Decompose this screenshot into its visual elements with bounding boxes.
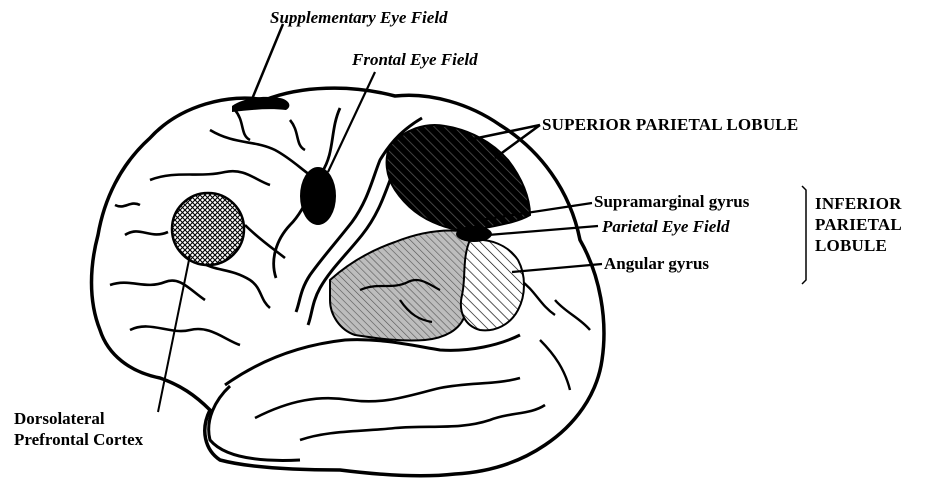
- label-angular-gyrus: Angular gyrus: [604, 254, 709, 274]
- label-superior-parietal-lobule: SUPERIOR PARIETAL LOBULE: [542, 115, 798, 135]
- label-parietal-eye-field: Parietal Eye Field: [602, 217, 729, 237]
- label-dlpfc-line1: Dorsolateral: [14, 408, 143, 429]
- label-frontal-eye-field: Frontal Eye Field: [352, 50, 478, 70]
- label-supplementary-eye-field: Supplementary Eye Field: [270, 8, 448, 28]
- label-dlpfc: Dorsolateral Prefrontal Cortex: [14, 408, 143, 450]
- inferior-parietal-bracket: [802, 186, 806, 284]
- dlpfc-region: [172, 193, 244, 265]
- label-parietal: PARIETAL: [815, 214, 902, 235]
- frontal-eye-field-region: [300, 167, 336, 225]
- label-supramarginal-gyrus: Supramarginal gyrus: [594, 192, 749, 212]
- label-inferior-parietal-lobule: INFERIOR PARIETAL LOBULE: [815, 193, 902, 256]
- label-dlpfc-line2: Prefrontal Cortex: [14, 429, 143, 450]
- label-lobule: LOBULE: [815, 235, 902, 256]
- label-inferior: INFERIOR: [815, 193, 902, 214]
- leader-supplementary-eye-field: [250, 24, 283, 104]
- parietal-eye-field-region: [456, 226, 492, 242]
